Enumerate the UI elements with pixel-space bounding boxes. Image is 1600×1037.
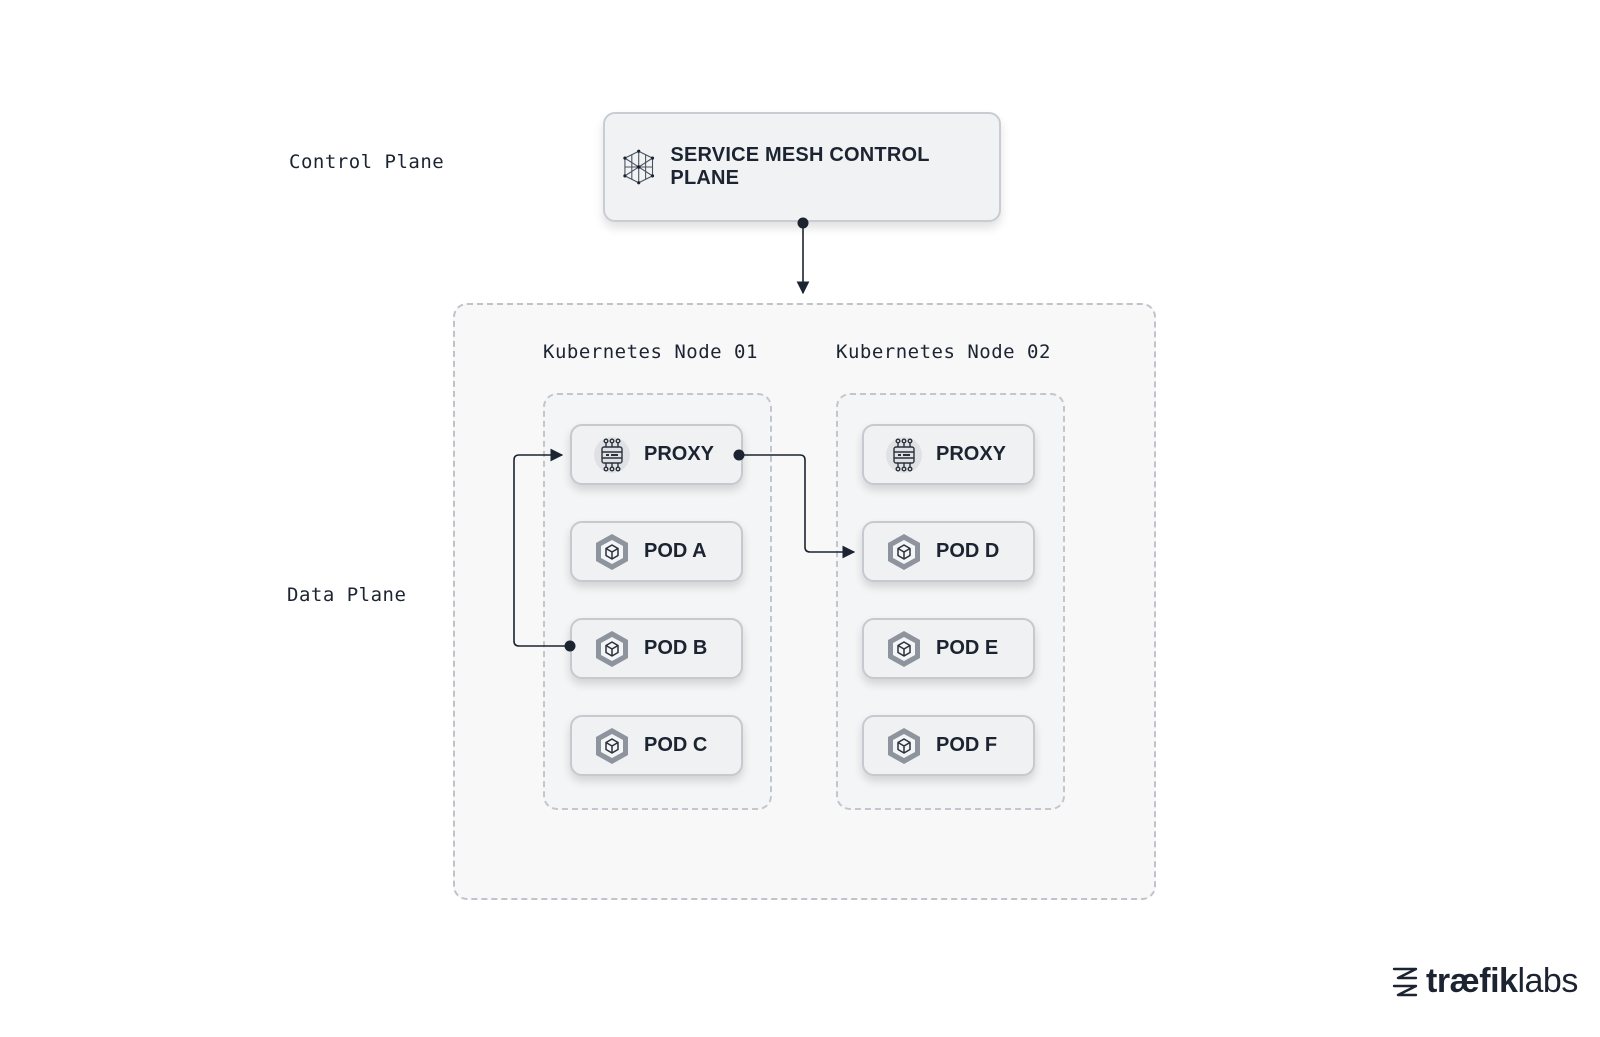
pod-c: POD C: [570, 715, 743, 776]
node-01-proxy: PROXY: [570, 424, 743, 485]
pod-e: POD E: [862, 618, 1035, 679]
node-02-label: Kubernetes Node 02: [836, 341, 1051, 363]
pod-hexagon-cube-icon: [888, 727, 920, 764]
logo-wordmark: træfiklabs: [1426, 962, 1578, 1001]
node-02-proxy: PROXY: [862, 424, 1035, 485]
pod-b: POD B: [570, 618, 743, 679]
proxy-anchor-dot: [733, 449, 745, 461]
pod-label: POD A: [644, 540, 707, 562]
pod-a: POD A: [570, 521, 743, 582]
logo-bold-text: træfik: [1426, 962, 1518, 1000]
pod-b-anchor-dot: [564, 640, 576, 652]
pod-label: POD F: [936, 734, 998, 756]
pod-hexagon-cube-icon: [888, 533, 920, 570]
control-plane-label: Control Plane: [289, 151, 445, 173]
pod-label: POD D: [936, 540, 1000, 562]
pod-f: POD F: [862, 715, 1035, 776]
proxy-robot-icon: [886, 436, 922, 473]
pod-label: POD B: [644, 637, 708, 659]
pod-hexagon-cube-icon: [596, 533, 628, 570]
pod-label: POD E: [936, 637, 999, 659]
mesh-cube-icon: [623, 149, 655, 185]
control-plane-anchor-dot: [797, 217, 809, 229]
proxy-to-pod-d-arrow: [739, 454, 856, 559]
service-mesh-control-plane-box: SERVICE MESH CONTROL PLANE: [603, 112, 1001, 222]
node-01-label: Kubernetes Node 01: [543, 341, 758, 363]
pod-label: POD C: [644, 734, 708, 756]
proxy-label: PROXY: [936, 443, 1007, 465]
pod-b-to-proxy-arrow: [513, 448, 570, 647]
logo-light-text: labs: [1517, 962, 1578, 1000]
control-plane-title: SERVICE MESH CONTROL PLANE: [670, 144, 930, 189]
proxy-robot-icon: [594, 436, 630, 473]
pod-hexagon-cube-icon: [596, 727, 628, 764]
traefik-logo-mark-icon: [1392, 967, 1418, 996]
data-plane-label: Data Plane: [287, 584, 407, 606]
proxy-label: PROXY: [644, 443, 715, 465]
pod-d: POD D: [862, 521, 1035, 582]
traefiklabs-logo: træfiklabs: [1388, 962, 1578, 1001]
pod-hexagon-cube-icon: [888, 630, 920, 667]
pod-hexagon-cube-icon: [596, 630, 628, 667]
